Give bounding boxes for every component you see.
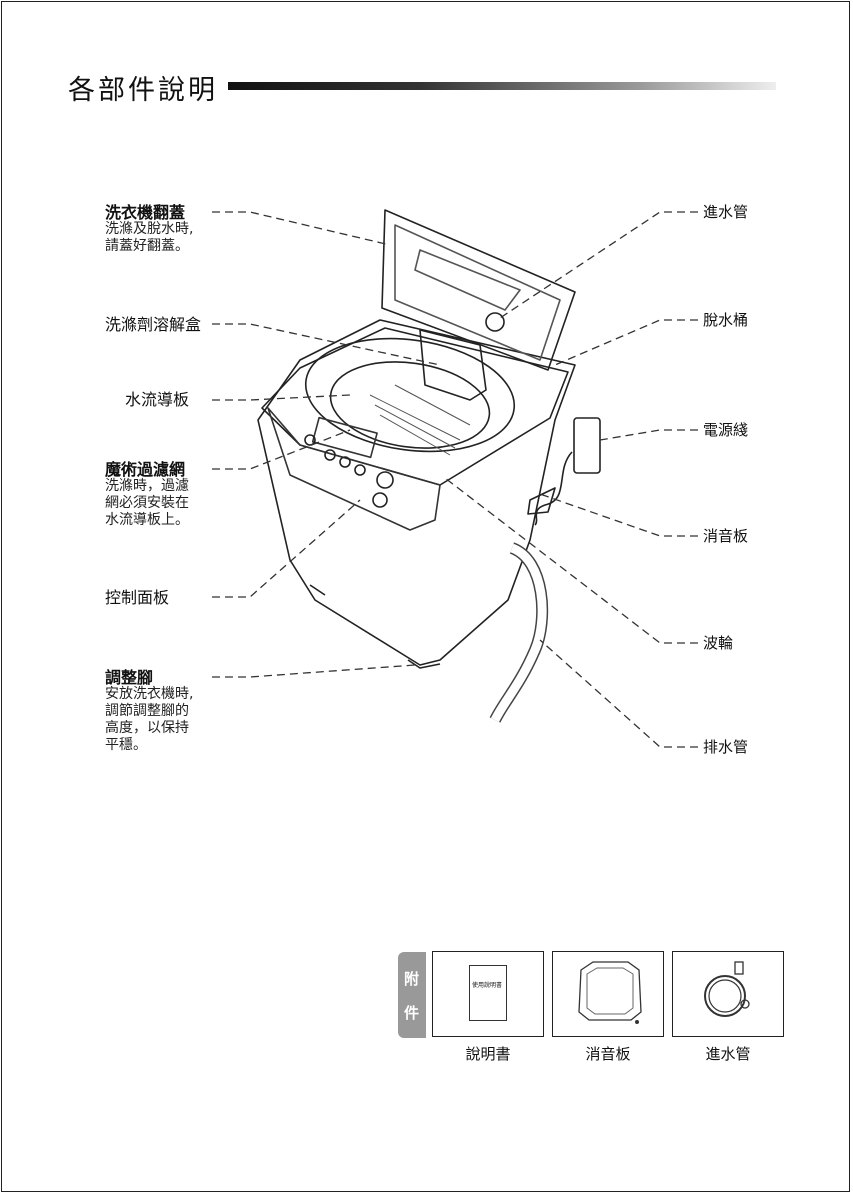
label-lid-head: 洗衣機翻蓋 [105, 204, 193, 221]
accessory-inlet-hose-box [672, 951, 784, 1037]
accessory-noise-pad-box [552, 951, 664, 1037]
label-drain-hose: 排水管 [703, 739, 748, 756]
noise-pad-icon [553, 952, 663, 1036]
leg-left [310, 585, 325, 595]
inlet-hose-icon [673, 952, 783, 1036]
label-noise-pad: 消音板 [703, 528, 748, 545]
manual-booklet-icon: 使用說明書 [469, 965, 507, 1021]
label-lid: 洗衣機翻蓋 洗滌及脫水時, 請蓋好翻蓋。 [105, 204, 193, 255]
label-detergent-box: 洗滌劑溶解盒 [105, 316, 201, 333]
label-filter: 魔術過濾網 洗滌時，過濾 網必須安裝在 水流導板上。 [105, 461, 189, 529]
wall-socket [574, 418, 600, 473]
top-face [262, 328, 568, 485]
tub-inner [325, 352, 495, 457]
label-spin-tub: 脫水桶 [703, 312, 748, 329]
accessory-caption-noise-pad: 消音板 [552, 1043, 664, 1064]
accessories-tab: 附 件 [398, 952, 426, 1038]
dispenser-box [420, 330, 486, 400]
accessory-caption-inlet-hose: 進水管 [672, 1043, 784, 1064]
label-power-cord: 電源綫 [703, 422, 748, 439]
label-inlet-hose: 進水管 [703, 204, 748, 221]
label-control-panel: 控制面板 [105, 589, 169, 606]
cabinet-outline [258, 320, 575, 665]
label-leveling-foot: 調整腳 安放洗衣機時, 調節調整腳的 高度，以保持 平穩。 [105, 669, 193, 754]
noise-pad [528, 488, 555, 514]
tub-rim [298, 326, 521, 464]
label-pulsator: 波輪 [703, 635, 733, 652]
lid [382, 210, 575, 370]
label-water-guide: 水流導板 [125, 391, 189, 408]
accessory-caption-manual: 說明書 [432, 1043, 544, 1064]
